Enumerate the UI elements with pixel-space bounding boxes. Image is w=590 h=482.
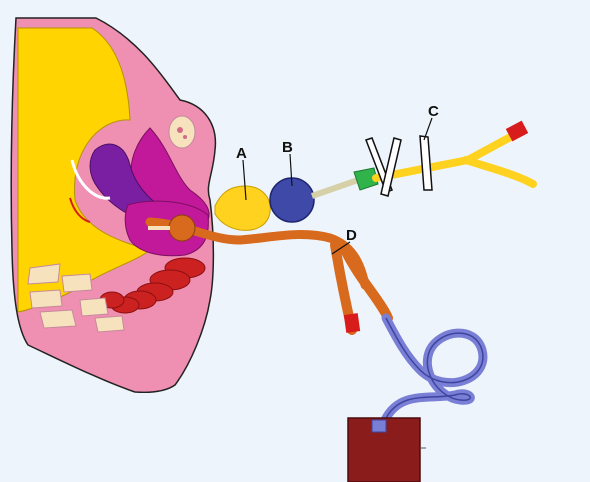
label-c: C bbox=[428, 103, 439, 120]
label-d: D bbox=[346, 227, 357, 244]
branch-end-red bbox=[344, 313, 360, 333]
structure-dot bbox=[177, 127, 183, 133]
catheter-tip-balloon bbox=[169, 215, 195, 241]
label-a: A bbox=[236, 145, 247, 162]
drain-bag-port bbox=[372, 420, 386, 432]
label-b: B bbox=[282, 139, 293, 156]
structure-dot-2 bbox=[183, 135, 187, 139]
